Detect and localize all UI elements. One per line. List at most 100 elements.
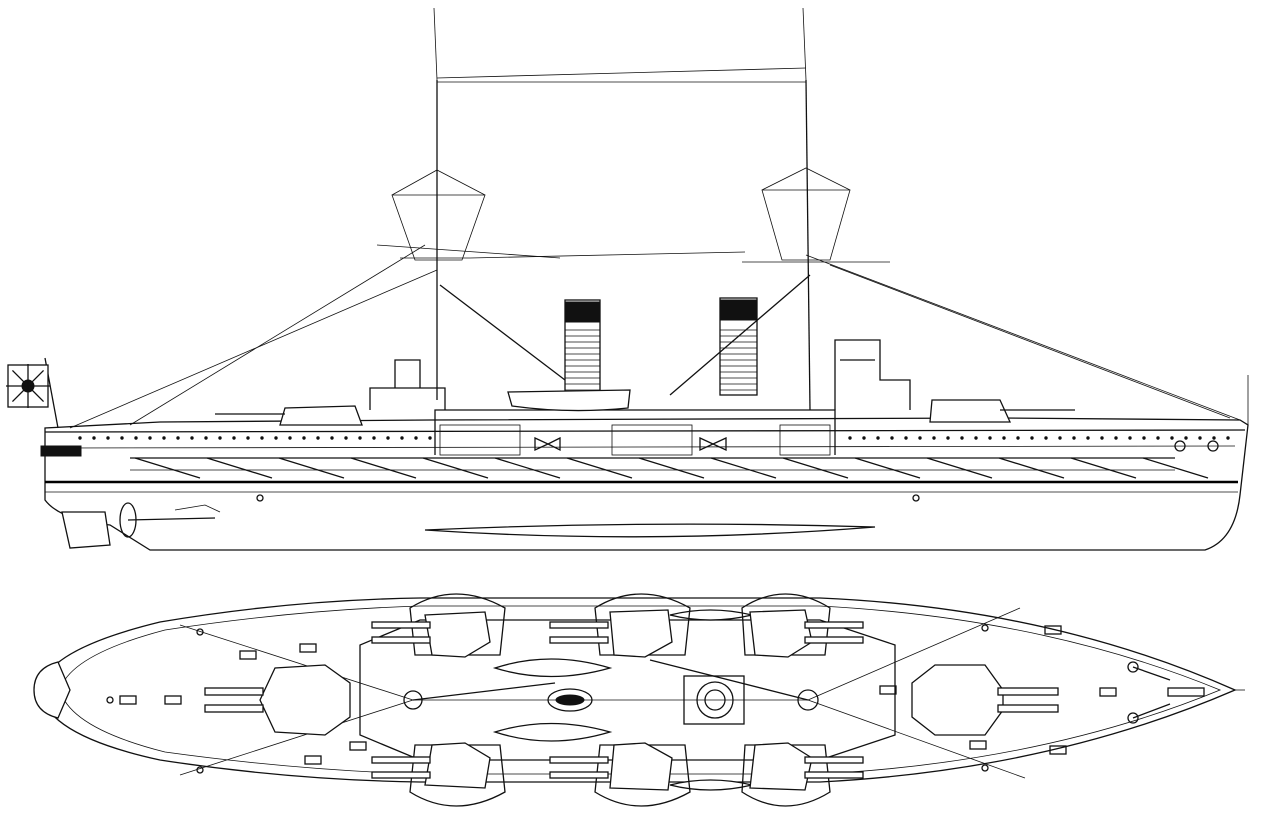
porthole xyxy=(428,436,432,440)
belt-plate-line xyxy=(1070,457,1137,479)
deck-edge-inner xyxy=(59,605,1222,775)
porthole xyxy=(988,436,992,440)
deck-hatch xyxy=(239,650,257,660)
boat-plan-3 xyxy=(669,609,753,621)
porthole xyxy=(1086,436,1090,440)
fore-funnel xyxy=(719,297,758,396)
fore-main-turret-plan xyxy=(911,664,1059,736)
belt-plate-line xyxy=(710,457,777,479)
deck-vent xyxy=(981,624,989,632)
belt-plate-line xyxy=(494,457,561,479)
porthole xyxy=(1156,436,1160,440)
deck-hatch xyxy=(299,643,317,653)
porthole xyxy=(1212,436,1216,440)
porthole xyxy=(330,436,334,440)
stay-spreader xyxy=(376,244,561,259)
belt-plate-line xyxy=(1142,457,1209,479)
deck-hatch xyxy=(1049,745,1067,755)
deck-hatch xyxy=(1044,625,1062,635)
fore-derrick xyxy=(669,274,811,396)
stay-aft-1 xyxy=(69,269,438,429)
belt-plate-line xyxy=(926,457,993,479)
porthole xyxy=(344,436,348,440)
deck-vent xyxy=(196,628,204,636)
porthole xyxy=(78,436,82,440)
ensign-ray xyxy=(11,369,29,387)
porthole xyxy=(1058,436,1062,440)
ships-boat xyxy=(507,389,631,412)
belt-diagonals xyxy=(134,457,1209,479)
porthole xyxy=(1170,436,1174,440)
casemate-gun-port-2 xyxy=(699,436,727,452)
porthole xyxy=(386,436,390,440)
porthole xyxy=(302,436,306,440)
stay-mid xyxy=(469,251,746,259)
derrick-plan-aft xyxy=(412,682,556,701)
shroud-plan-4 xyxy=(807,699,1026,779)
foremast-top-rigging xyxy=(761,167,851,261)
porthole xyxy=(1002,436,1006,440)
mainmast-topmast xyxy=(433,7,438,81)
porthole xyxy=(1128,436,1132,440)
porthole xyxy=(134,436,138,440)
porthole xyxy=(260,436,264,440)
hull-outline xyxy=(44,417,1249,551)
boat-plan-1 xyxy=(492,658,613,678)
aft-main-turret-plan xyxy=(204,664,351,736)
shroud-plan-3 xyxy=(807,607,1021,701)
porthole xyxy=(246,436,250,440)
porthole xyxy=(148,436,152,440)
belt-plate-line xyxy=(278,457,345,479)
stern-walk xyxy=(40,445,82,457)
porthole xyxy=(190,436,194,440)
ensign-ray xyxy=(27,385,45,403)
side-profile-view xyxy=(6,7,1249,551)
porthole xyxy=(1100,436,1104,440)
foremast-topmast xyxy=(802,7,807,81)
porthole xyxy=(120,436,124,440)
belt-plate-line xyxy=(638,457,705,479)
porthole xyxy=(1072,436,1076,440)
porthole xyxy=(218,436,222,440)
aft-derrick xyxy=(439,284,566,381)
porthole xyxy=(316,436,320,440)
wing-turret-2 xyxy=(549,593,691,658)
belt-plate-line xyxy=(782,457,849,479)
aft-turret-side xyxy=(279,405,363,426)
belt-plate-line xyxy=(566,457,633,479)
portholes xyxy=(78,436,1230,440)
mast-stay xyxy=(436,67,807,79)
hull-scuttle-fore xyxy=(912,494,920,502)
porthole xyxy=(904,436,908,440)
porthole xyxy=(288,436,292,440)
shroud-plan-1 xyxy=(179,624,414,701)
porthole xyxy=(400,436,404,440)
porthole xyxy=(890,436,894,440)
deck-hatch xyxy=(1099,687,1117,697)
porthole xyxy=(232,436,236,440)
belt-plate-line xyxy=(998,457,1065,479)
main-deck-line xyxy=(59,445,1236,449)
porthole xyxy=(1198,436,1202,440)
stay-aft-2 xyxy=(129,244,426,426)
wing-turret-5 xyxy=(549,742,691,807)
porthole xyxy=(1114,436,1118,440)
fore-turret-side xyxy=(929,399,1012,423)
porthole xyxy=(1016,436,1020,440)
porthole xyxy=(1030,436,1034,440)
wing-turret-3 xyxy=(741,593,864,658)
anchor-plan-icon xyxy=(1127,661,1205,724)
foremast xyxy=(805,79,811,411)
shroud-plan-2 xyxy=(179,699,414,776)
deck-hatch xyxy=(304,755,322,765)
aft-funnel xyxy=(564,299,601,396)
belt-plate-line xyxy=(206,457,273,479)
porthole xyxy=(414,436,418,440)
porthole xyxy=(274,436,278,440)
propeller-icon xyxy=(61,502,221,549)
wing-turret-4 xyxy=(371,742,506,807)
porthole xyxy=(974,436,978,440)
mainmast-top-rigging xyxy=(391,169,486,261)
belt-plate-line xyxy=(422,457,489,479)
